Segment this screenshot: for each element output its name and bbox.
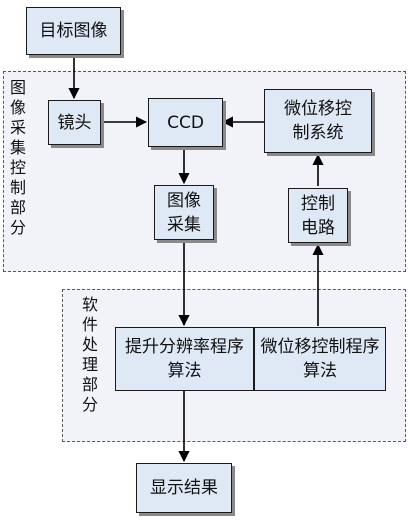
node-micro-control-algorithm: 微位移控制程序算法 <box>254 327 386 391</box>
node-lens: 镜头 <box>48 100 101 145</box>
software-region-label: 软件处理部分 <box>82 295 99 414</box>
node-image-capture: 图像采集 <box>154 185 214 240</box>
node-display-result: 显示结果 <box>136 463 232 513</box>
node-target-image: 目标图像 <box>26 7 121 55</box>
node-control-circuit: 控制电路 <box>288 188 348 243</box>
node-micro-control-system: 微位移控制系统 <box>264 89 372 153</box>
node-resolution-algorithm: 提升分辨率程序算法 <box>115 327 254 391</box>
capture-region-label: 图像采集控制部分 <box>10 78 27 237</box>
node-ccd: CCD <box>148 98 223 147</box>
